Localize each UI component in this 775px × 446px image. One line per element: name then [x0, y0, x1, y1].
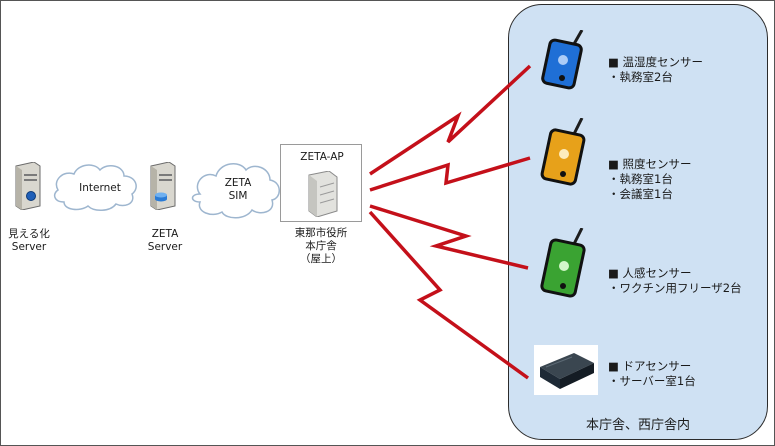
- zeta-sim-label-line1: ZETA: [224, 177, 252, 189]
- wireless-links: [368, 64, 532, 380]
- temp-humidity-sensor-icon: [541, 30, 584, 90]
- sensor-description-door: ■ ドアセンサー ・サーバー室1台: [608, 359, 696, 389]
- visualization-server-icon: [15, 162, 41, 210]
- zeta-ap-location-line3: （屋上）: [300, 253, 342, 265]
- zeta-ap-location-label: 東那市役所 本庁舎 （屋上）: [276, 227, 366, 266]
- visualization-server-label-line2: Server: [11, 241, 47, 253]
- zeta-server-label: ZETA Server: [140, 228, 190, 254]
- zeta-ap-box: ZETA-AP: [280, 144, 362, 222]
- access-point-icon: [308, 171, 338, 217]
- sensor-detail: ・サーバー室1台: [608, 374, 696, 388]
- sensor-description-illuminance: ■ 照度センサー ・執務室1台 ・会議室1台: [608, 157, 692, 202]
- sensor-heading: ■ 人感センサー: [608, 266, 692, 280]
- door-sensor-icon: [534, 345, 598, 395]
- sensor-detail: ・会議室1台: [608, 187, 673, 201]
- sensor-heading: ■ 温湿度センサー: [608, 55, 704, 69]
- internet-cloud-icon: [53, 164, 137, 211]
- link-temp-humidity: [369, 64, 532, 176]
- sensor-heading: ■ 照度センサー: [608, 157, 692, 171]
- link-illuminance: [369, 156, 531, 192]
- zeta-server-icon: [150, 162, 176, 210]
- zeta-sim-label: ZETA SIM: [208, 177, 268, 203]
- internet-label: Internet: [79, 182, 121, 194]
- sensor-description-motion: ■ 人感センサー ・ワクチン用フリーザ2台: [608, 266, 742, 296]
- zeta-ap-title: ZETA-AP: [300, 151, 344, 163]
- visualization-server-label-line1: 見える化: [8, 228, 50, 240]
- zeta-ap-location-line2: 本庁舎: [305, 240, 337, 252]
- sensor-area-caption: 本庁舎、西庁舎内: [585, 418, 690, 433]
- link-motion: [369, 204, 529, 270]
- zeta-sim-cloud-icon: [191, 163, 280, 219]
- link-door: [368, 210, 530, 380]
- illuminance-sensor-icon: [540, 118, 586, 186]
- zeta-server-label-line2: Server: [147, 241, 183, 253]
- zeta-server-label-line1: ZETA: [151, 228, 179, 240]
- sensor-heading: ■ ドアセンサー: [608, 359, 692, 373]
- zeta-ap-location-line1: 東那市役所: [294, 227, 348, 239]
- sensor-detail: ・執務室2台: [608, 70, 673, 84]
- sensor-detail: ・ワクチン用フリーザ2台: [608, 281, 742, 295]
- sensor-description-temp-humidity: ■ 温湿度センサー ・執務室2台: [608, 55, 703, 85]
- zeta-sim-label-line2: SIM: [228, 190, 248, 202]
- sensor-detail: ・執務室1台: [608, 172, 673, 186]
- motion-sensor-icon: [540, 228, 586, 298]
- visualization-server-label: 見える化 Server: [4, 228, 54, 254]
